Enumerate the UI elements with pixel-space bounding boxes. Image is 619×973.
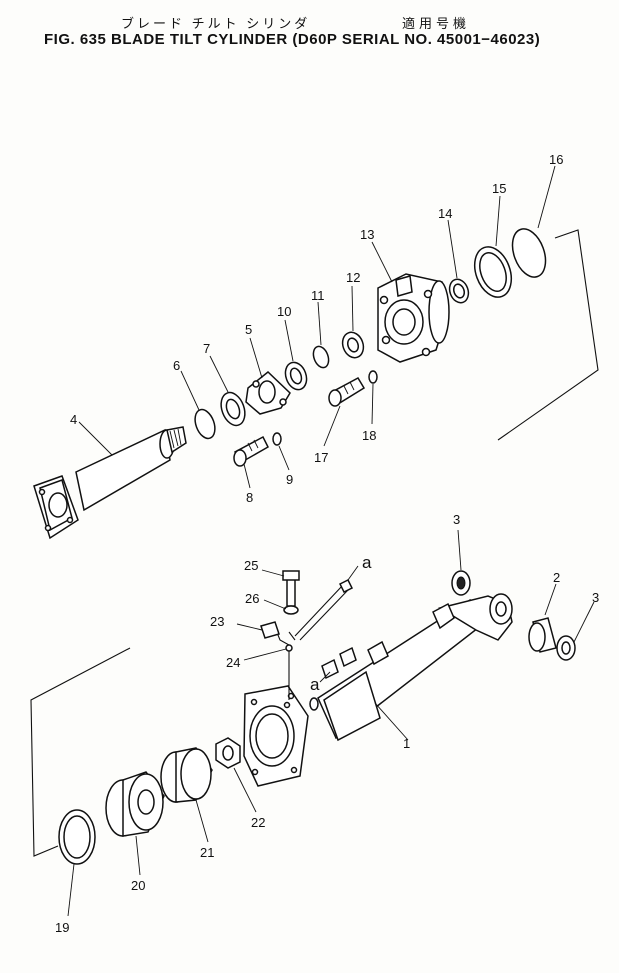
piston-rod-part-4	[33, 426, 187, 540]
cylinder-head-part-13	[377, 273, 450, 363]
nut-part-22	[215, 737, 241, 769]
piston-ring-part-21	[160, 747, 213, 803]
piston-part-20	[105, 771, 165, 837]
callout-16: 16	[549, 152, 563, 167]
retainer-part-5	[245, 371, 291, 415]
callout-14: 14	[438, 206, 452, 221]
callout-4: 4	[70, 412, 77, 427]
bearing-part-7	[220, 391, 246, 427]
callout-20: 20	[131, 878, 145, 893]
callout-numbers: 1 2 3 3 4 5 6 7 8 9 10 11 12 13 14 15 16…	[55, 152, 599, 935]
callout-9: 9	[286, 472, 293, 487]
backup-ring-part-15	[473, 246, 513, 298]
callout-24: 24	[226, 655, 240, 670]
bushing-part-2	[528, 617, 557, 653]
callout-8: 8	[246, 490, 253, 505]
callout-15: 15	[492, 181, 506, 196]
bolt-part-17	[328, 377, 366, 407]
o-ring-part-16	[511, 228, 547, 278]
washer-part-18	[368, 370, 378, 384]
callout-26: 26	[245, 591, 259, 606]
callout-11: 11	[311, 288, 325, 303]
callout-22: 22	[251, 815, 265, 830]
callout-3b: 3	[592, 590, 599, 605]
callout-21: 21	[200, 845, 214, 860]
washer-part-9	[272, 432, 282, 446]
seal-part-10	[284, 361, 308, 391]
callout-25: 25	[244, 558, 258, 573]
bolt-part-25	[282, 570, 300, 607]
callout-13: 13	[360, 227, 374, 242]
callout-5: 5	[245, 322, 252, 337]
callout-19: 19	[55, 920, 69, 935]
seal-part-12	[341, 331, 365, 359]
o-ring-part-11	[312, 345, 330, 369]
assembly-bracket-upper	[497, 229, 599, 441]
cylinder-tube-part-1	[243, 593, 513, 787]
seal-part-3-lower	[556, 635, 576, 661]
serial-label-japanese: 適用号機	[402, 16, 471, 31]
connection-ref-a-lower: a	[310, 675, 320, 694]
bolt-part-8	[233, 435, 269, 467]
washer-part-26	[283, 605, 299, 615]
callout-10: 10	[277, 304, 291, 319]
figure-title: FIG. 635 BLADE TILT CYLINDER (D60P SERIA…	[44, 31, 541, 48]
callout-18: 18	[362, 428, 376, 443]
callout-7: 7	[203, 341, 210, 356]
callout-12: 12	[346, 270, 360, 285]
bushing-part-14	[448, 278, 470, 304]
wear-ring-part-19	[58, 809, 96, 865]
leader-lines	[67, 165, 595, 917]
title-japanese: ブレード チルト シリンダ	[121, 16, 311, 31]
callout-2: 2	[553, 570, 560, 585]
bushing-part-3-upper	[451, 570, 471, 596]
hydraulic-pipe-assembly	[260, 578, 354, 700]
callout-17: 17	[314, 450, 328, 465]
callout-1: 1	[403, 736, 410, 751]
callout-23: 23	[210, 614, 224, 629]
connection-ref-a-upper: a	[362, 553, 372, 572]
callout-6: 6	[173, 358, 180, 373]
o-ring-part-6	[194, 408, 216, 440]
callout-3a: 3	[453, 512, 460, 527]
assembly-bracket-lower	[30, 647, 131, 857]
